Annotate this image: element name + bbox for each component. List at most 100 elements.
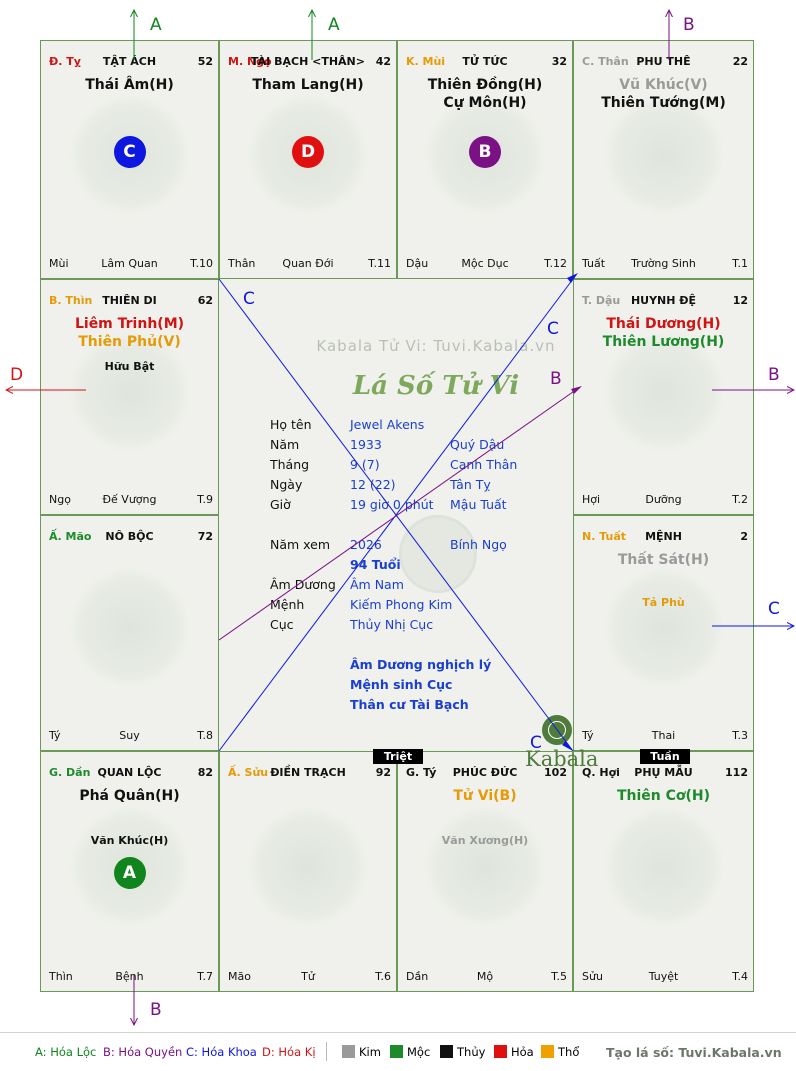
palace-name: TỬ TỨC — [462, 55, 508, 68]
palace-name: PHỤ MẪU — [634, 766, 693, 779]
value-nam-can: Quý Dậu — [450, 437, 505, 452]
transform-marker-d: D — [292, 136, 324, 168]
palace-age: 2 — [740, 530, 748, 543]
palace-stem: Ấ. Sửu — [228, 766, 269, 779]
moc-swatch — [390, 1045, 403, 1058]
minor-star: Tả Phù — [642, 596, 685, 609]
palace-month: T.7 — [197, 970, 213, 983]
main-star: Phá Quân(H) — [79, 788, 180, 804]
palace-age: 72 — [197, 530, 213, 543]
palace-stem: Đ. Tỵ — [49, 55, 81, 68]
value-tuoi: 94 Tuổi — [350, 557, 401, 572]
center-emblem — [399, 515, 477, 593]
palace-branch: Thân — [228, 257, 256, 270]
palace-month: T.5 — [551, 970, 567, 983]
value-ngay-can: Tân Tỵ — [450, 477, 491, 492]
palace-stem: Q. Hợi — [582, 766, 620, 779]
palace-month: T.9 — [197, 493, 213, 506]
palace-branch: Mùi — [49, 257, 69, 270]
palace-month: T.10 — [190, 257, 213, 270]
main-star: Thiên Phủ(V) — [78, 334, 181, 350]
hoa-swatch — [494, 1045, 507, 1058]
main-stars: Thiên Đồng(H)Cự Môn(H) — [398, 76, 572, 112]
palace-branch: Thìn — [49, 970, 73, 983]
main-stars: Tham Lang(H) — [220, 76, 396, 94]
palace-cycle: Mộc Dục — [461, 257, 509, 270]
value-nam-xem-can: Bính Ngọ — [450, 537, 507, 552]
label-menh: Mệnh — [270, 597, 305, 612]
main-star: Thái Âm(H) — [85, 77, 174, 93]
palace-cycle: Tuyệt — [648, 970, 679, 983]
zodiac-watermark — [603, 806, 724, 927]
palace-name: THIÊN DI — [102, 294, 157, 307]
palace-age: 12 — [732, 294, 748, 307]
legend-hoa-khoa: C: Hóa Khoa — [186, 1045, 257, 1059]
main-star: Tử Vi(B) — [453, 788, 517, 804]
palace-stem: B. Thìn — [49, 294, 93, 307]
label-thang: Tháng — [270, 457, 310, 472]
palace-branch: Dậu — [406, 257, 429, 270]
tho-swatch — [541, 1045, 554, 1058]
value-gio: 19 giờ 0 phút — [350, 497, 434, 512]
zodiac-watermark — [603, 332, 724, 453]
arrow-label-c-right: C — [768, 599, 780, 619]
label-nam-xem: Năm xem — [270, 537, 331, 552]
palace-cycle: Dưỡng — [645, 493, 682, 506]
arrow-label-a-2: A — [328, 15, 340, 35]
arrow-label-c-1: C — [243, 289, 255, 309]
transform-marker-b: B — [469, 136, 501, 168]
main-stars: Thái Dương(H)Thiên Lương(H) — [574, 315, 753, 351]
arrow-label-c-2: C — [547, 319, 559, 339]
zodiac-watermark — [248, 806, 368, 927]
palace-age: 92 — [375, 766, 391, 779]
legend-divider — [326, 1042, 327, 1061]
palace-stem: G. Tý — [406, 766, 437, 779]
arrow-label-c-3: C — [530, 733, 542, 753]
legend-hoa-loc: A: Hóa Lộc — [35, 1045, 97, 1059]
diag-line-c-2 — [218, 278, 574, 752]
value-cuc: Thủy Nhị Cục — [350, 617, 434, 632]
diag-line-b — [218, 386, 581, 641]
label-am-duong: Âm Dương — [270, 577, 336, 592]
thuy-swatch — [440, 1045, 453, 1058]
palace-month: T.2 — [732, 493, 748, 506]
main-stars: Thiên Cơ(H) — [574, 787, 753, 805]
palace-stem: M. Ngọ — [228, 55, 272, 68]
palace-cycle: Tử — [301, 970, 315, 983]
main-star: Thiên Cơ(H) — [616, 788, 711, 804]
kabala-logo-text: Kabala — [525, 747, 599, 771]
watermark-text: Kabala Tử Vi: Tuvi.Kabala.vn — [316, 337, 556, 355]
main-stars: Thái Âm(H) — [41, 76, 218, 94]
arrow-label-d-left: D — [10, 365, 23, 385]
palace-branch: Dần — [406, 970, 429, 983]
legend-hoa-quyen: B: Hóa Quyền — [103, 1045, 183, 1059]
note-menh-cuc: Mệnh sinh Cục — [350, 677, 453, 692]
value-am-duong: Âm Nam — [350, 577, 404, 592]
triet-tag: Triệt — [373, 749, 423, 764]
main-stars: Liêm Trinh(M) Thiên Phủ(V) — [41, 315, 218, 351]
arrow-label-b-top: B — [683, 15, 695, 35]
zodiac-watermark — [69, 568, 190, 689]
palace-age: 102 — [544, 766, 567, 779]
main-stars: Phá Quân(H) — [41, 787, 218, 805]
value-nam: 1933 — [350, 437, 382, 452]
legend-kim-label: Kim — [359, 1045, 381, 1059]
main-star: Liêm Trinh(M) — [74, 316, 185, 332]
palace-stem: G. Dần — [49, 766, 91, 779]
palace-branch: Tý — [49, 729, 61, 742]
arrowhead-c-top-right — [567, 273, 578, 283]
arrowhead-b-center — [571, 386, 582, 394]
zodiac-watermark — [603, 94, 724, 215]
main-stars: Thất Sát(H) — [574, 551, 753, 569]
palace-cycle: Bệnh — [115, 970, 144, 983]
note-than-cu: Thân cư Tài Bạch — [350, 697, 469, 712]
palace-branch: Hợi — [582, 493, 601, 506]
